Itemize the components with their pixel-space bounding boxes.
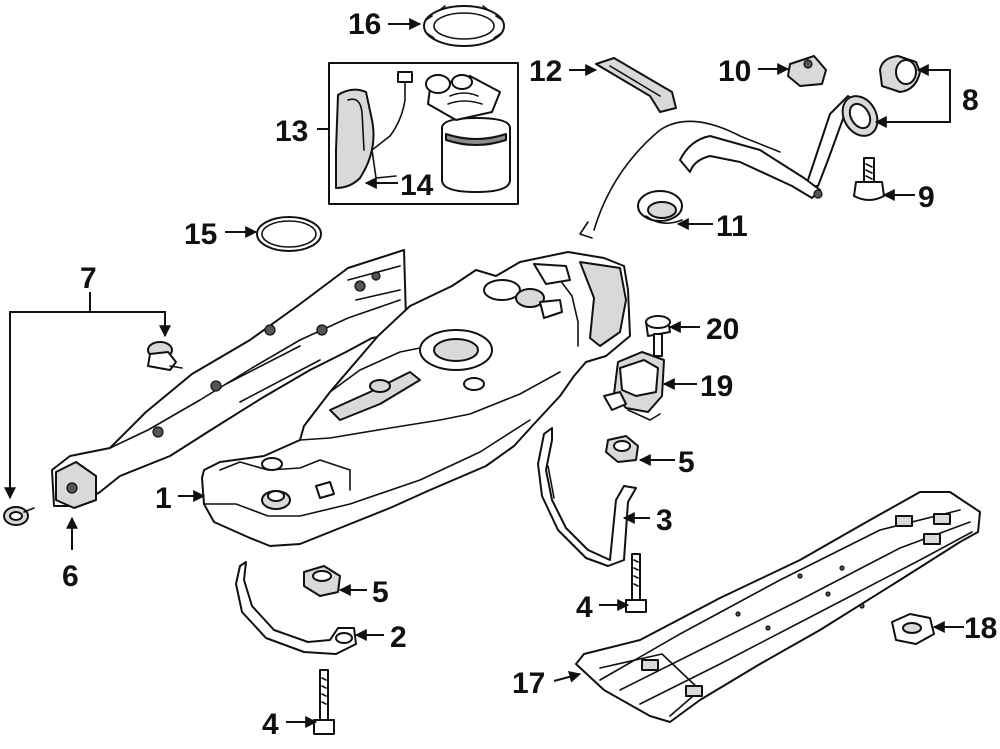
callout-5-lower: 5 xyxy=(372,576,389,609)
callout-15: 15 xyxy=(184,218,217,251)
callout-7: 7 xyxy=(80,262,97,295)
callout-4-right: 4 xyxy=(576,591,593,624)
leader-lines xyxy=(4,18,964,728)
bolt-4-right xyxy=(625,553,647,613)
clip-nut-5-upper xyxy=(605,435,639,463)
callout-6: 6 xyxy=(62,560,79,593)
callout-14: 14 xyxy=(400,169,434,202)
fuel-pump-lock-ring xyxy=(423,5,505,47)
bolt-20 xyxy=(645,315,671,357)
callout-12: 12 xyxy=(529,55,562,88)
callout-2: 2 xyxy=(390,621,407,654)
clip-nut-5-lower xyxy=(303,565,341,597)
callout-1: 1 xyxy=(155,482,172,515)
callout-19: 19 xyxy=(700,370,733,403)
fuel-filler-pipe xyxy=(579,55,921,239)
tank-strap-3 xyxy=(537,427,637,567)
vapor-canister-19 xyxy=(603,351,665,421)
callout-5-upper: 5 xyxy=(678,446,695,479)
callout-9: 9 xyxy=(918,181,935,214)
push-pin-lower xyxy=(3,506,35,526)
fuel-tank-seal xyxy=(256,216,322,252)
skid-plate-shield xyxy=(575,491,981,723)
fuel-pump-module-box xyxy=(328,62,519,205)
callout-11: 11 xyxy=(716,210,748,243)
fuel-tank xyxy=(201,251,631,547)
callout-labels: 16 12 10 8 13 14 9 11 15 7 20 19 5 1 3 6… xyxy=(62,8,997,741)
callout-16: 16 xyxy=(348,8,381,41)
callout-4-bottom: 4 xyxy=(262,708,279,741)
bolt-4-bottom xyxy=(313,669,335,735)
filler-clip xyxy=(787,55,827,87)
callout-8: 8 xyxy=(962,84,979,117)
nut-18 xyxy=(891,613,935,645)
callout-20: 20 xyxy=(706,313,739,346)
callout-18: 18 xyxy=(964,612,997,645)
tank-strap-2 xyxy=(235,561,357,655)
grommet-11 xyxy=(637,190,683,224)
callout-17: 17 xyxy=(512,667,545,700)
filler-heat-shield xyxy=(595,57,677,113)
push-pin-upper xyxy=(147,341,183,371)
callout-10: 10 xyxy=(718,55,751,88)
bolt-9 xyxy=(853,157,885,201)
callout-3: 3 xyxy=(656,504,673,537)
callout-13: 13 xyxy=(275,115,308,148)
